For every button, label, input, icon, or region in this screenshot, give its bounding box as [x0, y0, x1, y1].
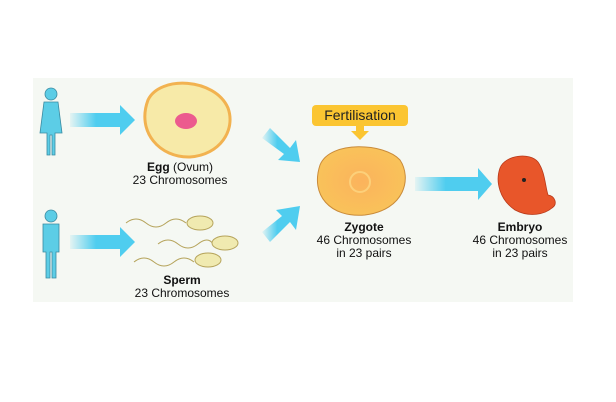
- female-figure-icon: [39, 87, 63, 156]
- zygote-pairs: in 23 pairs: [336, 246, 392, 260]
- arrow-zygote-to-embryo: [415, 168, 492, 200]
- zygote-chromosomes: 46 Chromosomes: [316, 233, 412, 247]
- egg-name: Egg: [146, 160, 170, 174]
- fertilisation-label: Fertilisation: [312, 105, 408, 126]
- sperm-cells-illustration: [125, 215, 239, 268]
- sperm-name: Sperm: [163, 273, 201, 287]
- egg-label: Egg (Ovum) 23 Chromosomes: [110, 161, 250, 187]
- arrow-egg-to-zygote: [262, 128, 300, 162]
- zygote-name: Zygote: [344, 220, 384, 234]
- arrow-male-to-sperm: [70, 227, 135, 257]
- embryo-pairs: in 23 pairs: [492, 246, 548, 260]
- sperm-label: Sperm 23 Chromosomes: [112, 274, 252, 300]
- arrow-sperm-to-zygote: [262, 206, 300, 242]
- embryo-label: Embryo 46 Chromosomes in 23 pairs: [450, 221, 590, 260]
- zygote-illustration: [316, 146, 406, 216]
- male-figure-icon: [42, 209, 60, 279]
- egg-alt-name: (Ovum): [173, 160, 213, 174]
- embryo-name: Embryo: [497, 220, 543, 234]
- embryo-chromosomes: 46 Chromosomes: [472, 233, 568, 247]
- fertilisation-pointer-icon: [351, 125, 369, 140]
- egg-chromosomes: 23 Chromosomes: [132, 173, 228, 187]
- sperm-chromosomes: 23 Chromosomes: [134, 286, 230, 300]
- egg-cell-illustration: [143, 81, 232, 159]
- embryo-illustration: [497, 155, 556, 215]
- zygote-label: Zygote 46 Chromosomes in 23 pairs: [294, 221, 434, 260]
- arrow-female-to-egg: [70, 105, 135, 135]
